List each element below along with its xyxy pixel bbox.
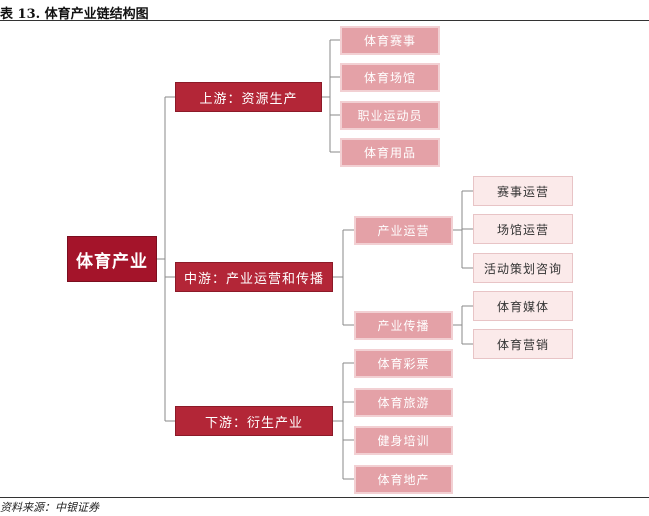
bottom-rule: [0, 497, 649, 498]
node-downstream-item: 体育彩票: [354, 349, 453, 378]
node-broadcast-item: 体育营销: [473, 329, 573, 359]
node-operation-item: 活动策划咨询: [473, 253, 573, 283]
node-broadcast-item: 体育媒体: [473, 291, 573, 321]
node-downstream-item: 体育地产: [354, 465, 453, 494]
node-upstream: 上游：资源生产: [175, 82, 322, 112]
node-downstream-item: 健身培训: [354, 426, 453, 455]
node-operation-item: 赛事运营: [473, 176, 573, 206]
node-midstream: 中游：产业运营和传播: [175, 262, 333, 292]
source-note: 资料来源：中银证券: [0, 501, 99, 514]
node-upstream-item: 职业运动员: [340, 101, 440, 130]
node-upstream-item: 体育赛事: [340, 26, 440, 55]
node-downstream-item: 体育旅游: [354, 388, 453, 417]
node-root: 体育产业: [67, 236, 157, 282]
node-operation: 产业运营: [354, 216, 453, 245]
figure-title: 表 13. 体育产业链结构图: [0, 7, 149, 22]
node-downstream: 下游：衍生产业: [175, 406, 333, 436]
node-upstream-item: 体育用品: [340, 138, 440, 167]
node-upstream-item: 体育场馆: [340, 63, 440, 92]
node-broadcast: 产业传播: [354, 311, 453, 340]
node-operation-item: 场馆运营: [473, 214, 573, 244]
top-rule: [0, 20, 649, 21]
